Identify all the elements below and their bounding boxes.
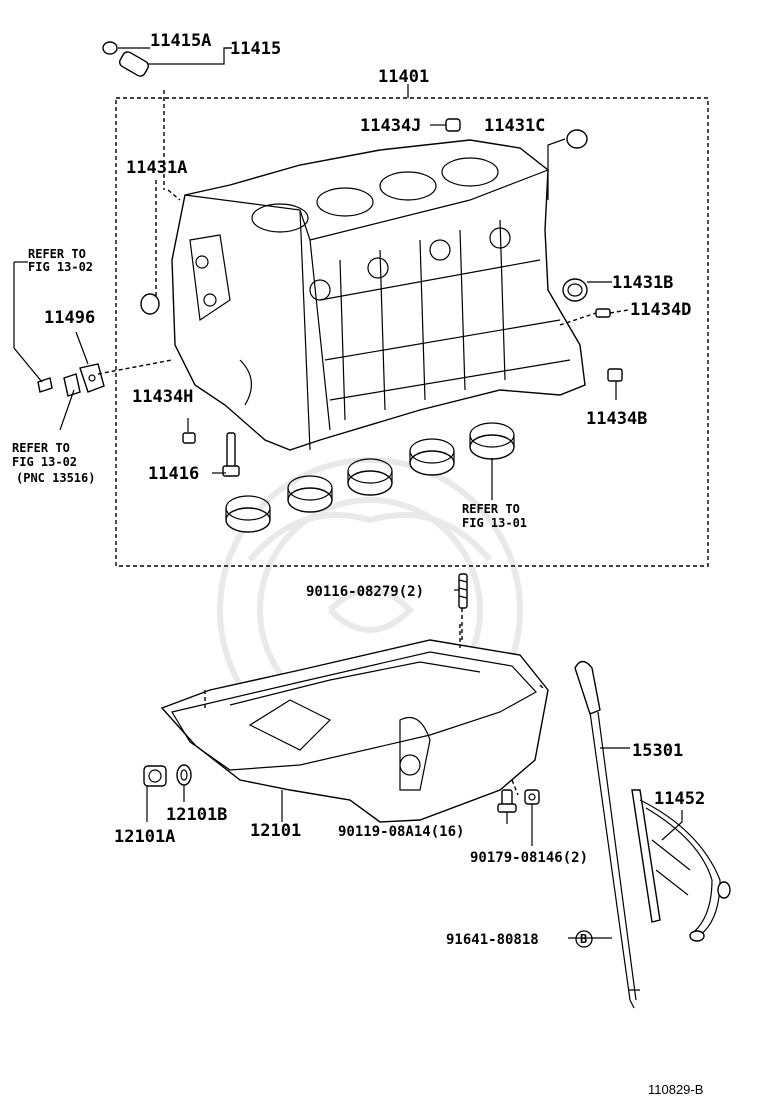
part-11452-guide [631, 789, 731, 942]
label-12101B: 12101B [166, 805, 227, 825]
ref1-line1: REFER TO [28, 247, 86, 261]
part-90116-stud [458, 573, 468, 609]
label-90116-08279: 90116-08279(2) [306, 584, 424, 600]
oil-pan [160, 624, 549, 823]
part-11434H-plug [182, 432, 196, 444]
label-11434B: 11434B [586, 409, 647, 429]
bearing-2 [287, 475, 333, 513]
marker-b-letter: B [580, 932, 587, 946]
ref2-line3: (PNC 13516) [16, 471, 95, 485]
diagram-id: 110829-B [648, 1082, 703, 1097]
part-12101B-gasket [176, 764, 192, 786]
part-15301-dipstick [574, 660, 640, 1009]
label-11434J: 11434J [360, 116, 421, 136]
part-11415-pin [119, 51, 149, 77]
ref2-line1: REFER TO [12, 441, 70, 455]
part-11416-bolt [222, 432, 240, 477]
part-11431C-plug [566, 129, 588, 149]
label-11434H: 11434H [132, 387, 193, 407]
part-11496-bracket [37, 363, 105, 397]
part-11431B-plug [562, 278, 588, 302]
part-11434D-plug [595, 308, 611, 318]
leader-lines [13, 47, 683, 939]
ref3-line1: REFER TO [462, 502, 520, 516]
part-12101A-plug [143, 765, 167, 787]
label-11434D: 11434D [630, 300, 691, 320]
block-group-box [115, 97, 709, 567]
label-11431C: 11431C [484, 116, 545, 136]
label-11431B: 11431B [612, 273, 673, 293]
label-90179-08146: 90179-08146(2) [470, 850, 588, 866]
part-11434B-plug [607, 368, 623, 382]
part-90119-bolt [497, 789, 517, 813]
label-91641-80818: 91641-80818 [446, 932, 539, 948]
part-11434J-plug [445, 118, 461, 132]
part-90179-nut [524, 789, 540, 805]
circled-b-marker: B [575, 930, 593, 948]
reference-notes: REFER TO FIG 13-02 REFER TO FIG 13-02 (P… [12, 247, 527, 530]
label-11496: 11496 [44, 308, 95, 328]
ref1-line2: FIG 13-02 [28, 260, 93, 274]
label-11401: 11401 [378, 67, 429, 87]
label-11452: 11452 [654, 789, 705, 809]
bearing-1 [225, 495, 271, 533]
crank-bearings [225, 422, 515, 533]
label-12101A: 12101A [114, 827, 175, 847]
part-11431A-plug [140, 293, 160, 315]
label-15301: 15301 [632, 741, 683, 761]
bearing-4 [409, 438, 455, 476]
bearing-3 [347, 458, 393, 496]
cylinder-block [171, 139, 586, 451]
label-11415: 11415 [230, 39, 281, 59]
label-12101: 12101 [250, 821, 301, 841]
ref3-line2: FIG 13-01 [462, 516, 527, 530]
part-11415A-plug [102, 41, 118, 55]
bearing-5 [469, 422, 515, 460]
label-11431A: 11431A [126, 158, 187, 178]
ref2-line2: FIG 13-02 [12, 455, 77, 469]
callout-labels: 11415A 11415 11401 11434J 11431C 11431A … [44, 31, 705, 948]
label-11415A: 11415A [150, 31, 211, 51]
label-90119-08A14: 90119-08A14(16) [338, 824, 464, 840]
label-11416: 11416 [148, 464, 199, 484]
